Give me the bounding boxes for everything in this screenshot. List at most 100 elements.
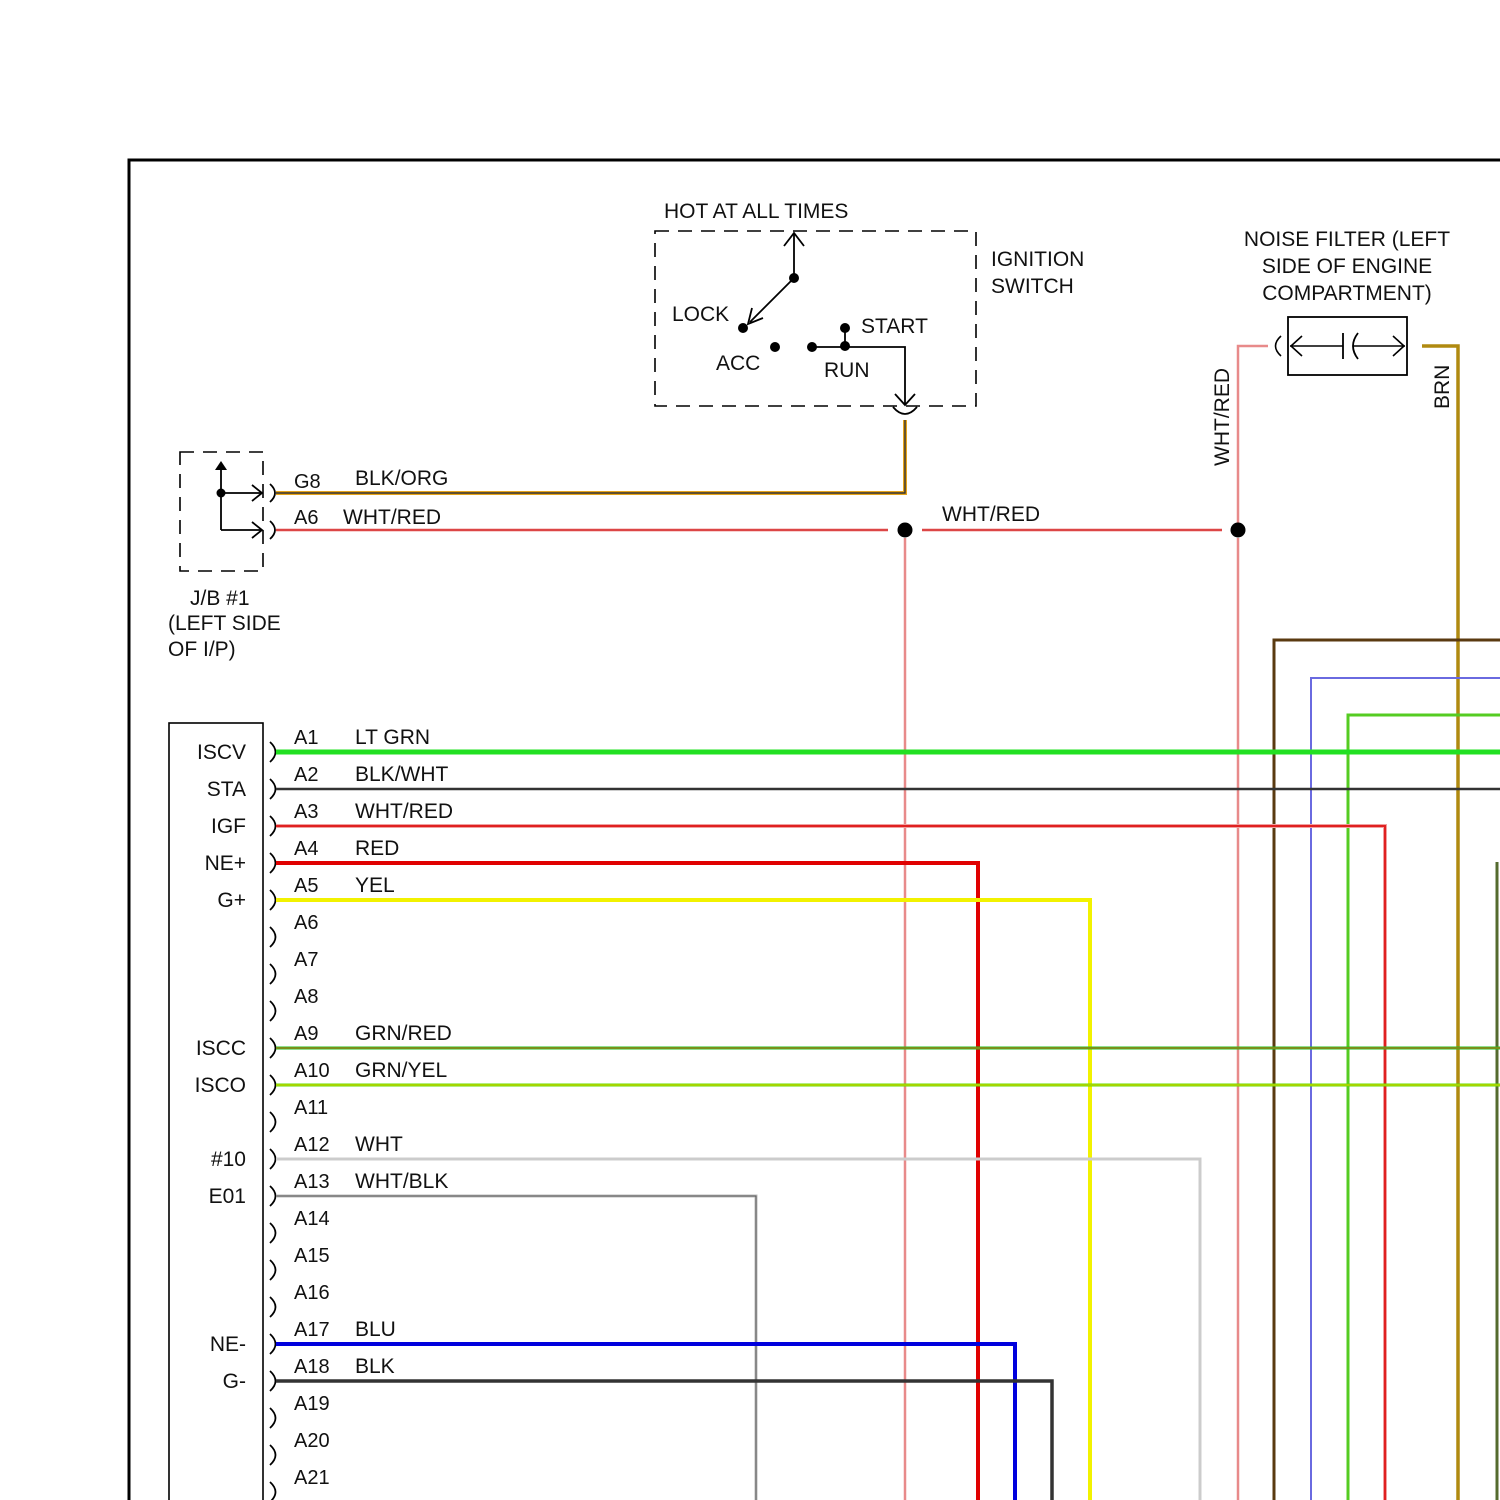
jb-pin-g8: G8 bbox=[294, 471, 321, 493]
ecm-pin-connector bbox=[270, 890, 276, 910]
noise-filter-label-line2: SIDE OF ENGINE bbox=[1262, 255, 1432, 278]
ecm-pin-connector bbox=[270, 964, 276, 984]
noise-filter: NOISE FILTER (LEFT SIDE OF ENGINE COMPAR… bbox=[1244, 228, 1450, 375]
ecm-terminal-label: G+ bbox=[217, 889, 246, 912]
ecm-terminal-label: #10 bbox=[211, 1148, 246, 1171]
ecm-wire-color-label: RED bbox=[355, 837, 399, 860]
ecm-wire-halo bbox=[276, 826, 1385, 1500]
ecm-wire-a3 bbox=[276, 826, 1385, 1500]
jb-label-line1: J/B #1 bbox=[190, 587, 250, 610]
ecm-pin-number: A3 bbox=[294, 801, 318, 823]
ecm-wire-color-label: GRN/RED bbox=[355, 1022, 452, 1045]
ecm-pin-number: A10 bbox=[294, 1060, 330, 1082]
switch-arm bbox=[750, 278, 794, 322]
ecm-terminal-label: ISCC bbox=[196, 1037, 246, 1060]
jb-label-line3: OF I/P) bbox=[168, 638, 236, 661]
ecm-wire-a5 bbox=[276, 900, 1090, 1500]
wire-wht-red-to-noise-filter bbox=[1238, 346, 1268, 530]
wire-harness-blue bbox=[1311, 678, 1500, 1500]
ecm-pin-number: A14 bbox=[294, 1208, 330, 1230]
ecm-pin-number: A8 bbox=[294, 986, 318, 1008]
ecm-pin-number: A2 bbox=[294, 764, 318, 786]
ecm-pin-connector bbox=[270, 742, 276, 762]
ecm-wire-color-label: WHT/RED bbox=[355, 800, 453, 823]
noise-filter-connector bbox=[1276, 336, 1282, 356]
ecm-terminal-label: STA bbox=[207, 778, 246, 801]
ecm-wire-a13 bbox=[276, 1196, 756, 1500]
ecm-terminal-label: NE+ bbox=[205, 852, 246, 875]
ecm-pin-connector bbox=[270, 1445, 276, 1465]
ecm-pin-number: A7 bbox=[294, 949, 318, 971]
ecm-pin-connector bbox=[270, 816, 276, 836]
splice-wire-label: WHT/RED bbox=[942, 503, 1040, 526]
ecm-pin-rows: ISCV A1 LT GRN STA A2 BLK/WHT IGF A3 WHT/RED NE+ A… bbox=[195, 726, 453, 1500]
ecm-pin-number: A5 bbox=[294, 875, 318, 897]
ecm-wire-color-label: BLK bbox=[355, 1355, 395, 1378]
ecm-pin-number: A12 bbox=[294, 1134, 330, 1156]
ecm-terminal-label: IGF bbox=[211, 815, 246, 838]
jb-bus-arrow bbox=[215, 461, 227, 470]
ecm-pin-number: A4 bbox=[294, 838, 318, 860]
jb-pin-a6: A6 bbox=[294, 507, 318, 529]
ecm-wire-color-label: GRN/YEL bbox=[355, 1059, 447, 1082]
ecm-pin-connector bbox=[270, 1260, 276, 1280]
ecm-pin-connector bbox=[270, 1408, 276, 1428]
ecm-pin-connector bbox=[270, 1149, 276, 1169]
ecm-terminal-label: ISCO bbox=[195, 1074, 246, 1097]
ecm-pin-number: A20 bbox=[294, 1430, 330, 1452]
ecm-terminal-label: NE- bbox=[210, 1333, 246, 1356]
ecm-wire-color-label: LT GRN bbox=[355, 726, 430, 749]
ecm-pin-number: A19 bbox=[294, 1393, 330, 1415]
ecm-wire-tracer bbox=[276, 1196, 756, 1500]
ecm-wire-color-label: YEL bbox=[355, 874, 395, 897]
ecm-pin-number: A6 bbox=[294, 912, 318, 934]
switch-output-connector bbox=[893, 407, 917, 414]
lock-contact bbox=[738, 323, 748, 333]
ecm-wire-color-label: WHT bbox=[355, 1133, 403, 1156]
ignition-switch-name-line2: SWITCH bbox=[991, 275, 1074, 298]
hot-at-all-times-label: HOT AT ALL TIMES bbox=[664, 200, 848, 223]
ecm-pin-connector bbox=[270, 779, 276, 799]
ecm-pin-number: A13 bbox=[294, 1171, 330, 1193]
ecm-wire-color-label: WHT/BLK bbox=[355, 1170, 448, 1193]
ecm-pin-number: A15 bbox=[294, 1245, 330, 1267]
ecm-pin-number: A18 bbox=[294, 1356, 330, 1378]
wire-brn-from-noise-filter bbox=[1422, 346, 1458, 1500]
wire-harness-green bbox=[1348, 715, 1500, 1500]
ecm-wire-color-label: BLK/WHT bbox=[355, 763, 449, 786]
vertical-label-brn: BRN bbox=[1431, 365, 1454, 409]
splice-dot-left bbox=[898, 523, 913, 538]
jb-label-line2: (LEFT SIDE bbox=[168, 612, 281, 635]
ecm-pin-connector bbox=[270, 1482, 276, 1500]
ecm-terminal-label: E01 bbox=[209, 1185, 246, 1208]
vertical-label-wht-red: WHT/RED bbox=[1211, 368, 1234, 466]
ecm-pin-connector bbox=[270, 1186, 276, 1206]
noise-filter-label-line3: COMPARTMENT) bbox=[1262, 282, 1432, 305]
ignition-switch: HOT AT ALL TIMES IGNITION SWITCH LOCK AC… bbox=[655, 200, 1084, 414]
ecm-pin-connector bbox=[270, 1371, 276, 1391]
ecm-pin-connector bbox=[270, 1223, 276, 1243]
ecm-pin-connector bbox=[270, 1112, 276, 1132]
ecm-terminal-label: ISCV bbox=[197, 741, 246, 764]
ecm-pin-number: A21 bbox=[294, 1467, 330, 1489]
ecm-pin-connector bbox=[270, 853, 276, 873]
jb-g8-connector bbox=[270, 484, 275, 502]
ecm-pin-number: A17 bbox=[294, 1319, 330, 1341]
jb-a6-connector bbox=[270, 521, 275, 539]
wire-wht-red-risers bbox=[905, 538, 1238, 1500]
run-label: RUN bbox=[824, 359, 870, 382]
jb-wire-blk-org: BLK/ORG bbox=[355, 467, 448, 490]
ecm-wire-a12 bbox=[276, 1159, 1200, 1500]
ignition-switch-name-line1: IGNITION bbox=[991, 248, 1084, 271]
ecm-wire-color-label: BLU bbox=[355, 1318, 396, 1341]
ecm-pin-connector bbox=[270, 1075, 276, 1095]
acc-label: ACC bbox=[716, 352, 760, 375]
ecm-pin-number: A1 bbox=[294, 727, 318, 749]
ecm-wire-a18 bbox=[276, 1381, 1052, 1500]
acc-contact bbox=[770, 342, 780, 352]
ecm-pin-connector bbox=[270, 927, 276, 947]
lock-label: LOCK bbox=[672, 303, 729, 326]
ecm-pin-connector bbox=[270, 1297, 276, 1317]
ecm-pin-number: A9 bbox=[294, 1023, 318, 1045]
